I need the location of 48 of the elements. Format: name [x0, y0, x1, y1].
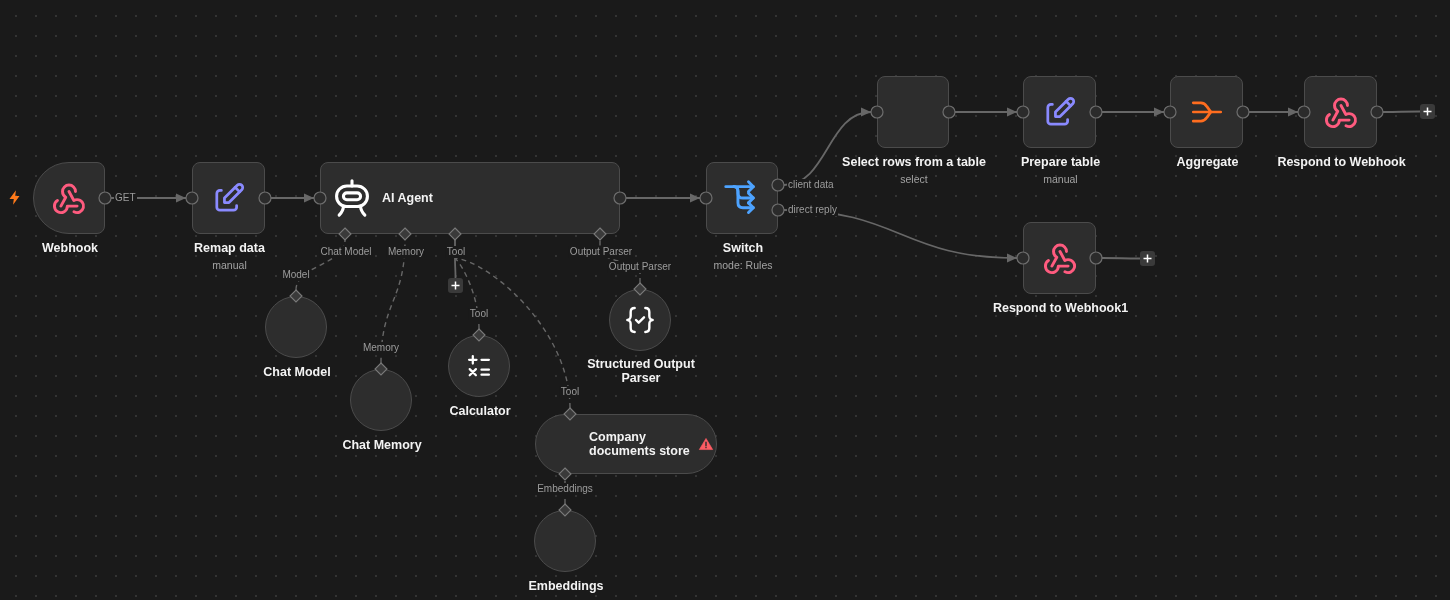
node-title: Webhook: [42, 241, 98, 255]
node-subtitle: select: [900, 173, 928, 186]
arrow: [1248, 107, 1299, 117]
node-title: Calculator: [449, 404, 511, 418]
dashed-connector: [564, 479, 566, 505]
sub-node: [535, 414, 717, 474]
node-title: Structured Output Parser: [586, 357, 696, 385]
dashed-connector: [454, 257, 571, 409]
arrow: [1101, 107, 1165, 117]
edge-label: GET: [114, 192, 137, 204]
node-title: Select rows from a table: [842, 155, 986, 169]
node-title: Company documents store: [589, 430, 691, 458]
node-title: Aggregate: [1176, 155, 1239, 169]
edge-label: Output Parser: [607, 261, 673, 273]
arrow: [954, 107, 1018, 117]
node-title: Remap data: [194, 241, 265, 255]
node-subtitle: mode: Rules: [713, 259, 773, 272]
node-subtitle: manual: [1043, 173, 1078, 186]
port-label: Memory: [386, 246, 426, 258]
connector-line: [454, 257, 457, 279]
edge-label: Embeddings: [536, 483, 594, 495]
node-title: AI Agent: [382, 191, 433, 205]
node-subtitle: manual: [212, 259, 247, 272]
node-title: Chat Memory: [342, 438, 422, 452]
node-title: Embeddings: [528, 579, 604, 593]
node-title: Chat Model: [263, 365, 331, 379]
port-label: Tool: [445, 246, 467, 258]
node-title: Respond to Webhook: [1277, 155, 1406, 169]
arrow: [270, 193, 315, 203]
edge-label: Tool: [468, 308, 490, 320]
dashed-connector: [454, 257, 480, 330]
edge-label: client data: [787, 179, 835, 191]
connector-line: [1382, 110, 1421, 113]
arrow: [783, 108, 872, 186]
edge-label: Model: [281, 269, 311, 281]
port-label: Output Parser: [568, 246, 634, 258]
edge-label: Tool: [559, 386, 581, 398]
arrow: [625, 193, 701, 203]
dashed-connector: [599, 239, 641, 284]
dashed-connector: [295, 239, 346, 291]
edge-label: direct reply: [787, 204, 838, 216]
node-title: Switch: [722, 241, 764, 255]
port-label: Chat Model: [319, 246, 373, 258]
edge-label: Memory: [361, 342, 401, 354]
node-title: Respond to Webhook1: [992, 301, 1129, 315]
node-title: Prepare table: [1020, 155, 1101, 169]
connector-line: [1101, 257, 1141, 260]
arrow: [110, 193, 187, 203]
